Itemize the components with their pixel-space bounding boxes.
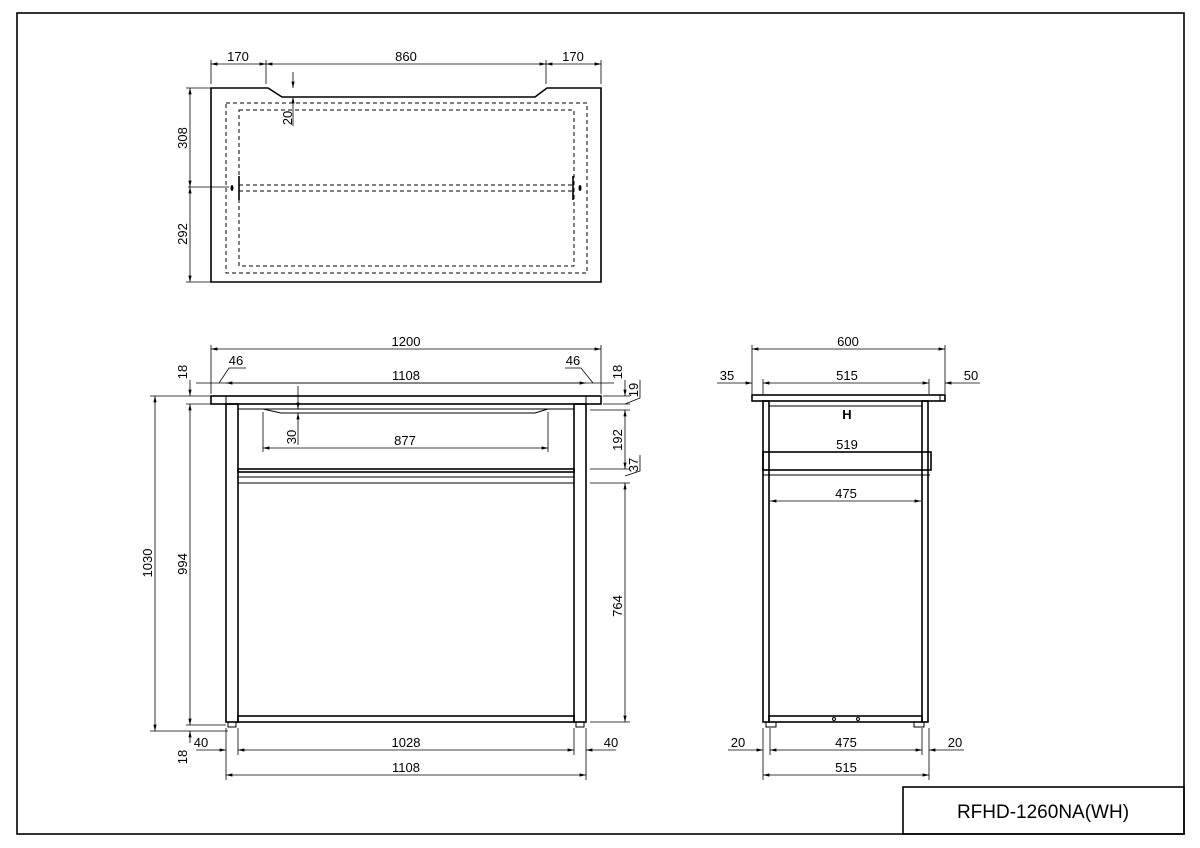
model-number: RFHD-1260NA(WH) (957, 802, 1129, 823)
dim-label: 40 (604, 735, 618, 750)
dim-label: 35 (720, 368, 734, 383)
hole-icon (578, 185, 582, 191)
dim-label: 475 (835, 735, 857, 750)
marker-label: H (842, 407, 851, 422)
dim-label: 20 (948, 735, 962, 750)
dim-label: 20 (731, 735, 745, 750)
dim-label: 1108 (392, 368, 420, 383)
dim-label: 19 (626, 383, 641, 397)
dim-label: 30 (284, 430, 299, 444)
dim-label: 1028 (392, 735, 421, 750)
dim-label: 1108 (392, 760, 420, 775)
dim-label: 1030 (140, 549, 155, 578)
dim-label: 40 (194, 735, 208, 750)
front-leg (762, 400, 770, 723)
tabletop-outline (210, 87, 602, 283)
dim-label: 877 (394, 433, 416, 448)
dim-label: 515 (835, 760, 857, 775)
shelf (762, 451, 932, 471)
dim-label: 18 (610, 365, 625, 379)
bottom-rail (237, 715, 575, 723)
dim-label: 860 (395, 49, 417, 64)
shelf-rail (237, 468, 575, 473)
dim-label: 18 (175, 750, 190, 764)
dim-label: 308 (175, 127, 190, 149)
tabletop (751, 394, 946, 402)
hole-icon (230, 185, 234, 191)
rear-leg (921, 400, 929, 723)
dim-label: 20 (280, 111, 295, 125)
dim-label: 18 (175, 365, 190, 379)
dim-label: 170 (562, 49, 584, 64)
dim-label: 600 (837, 334, 859, 349)
tabletop (210, 395, 602, 405)
dim-label: 46 (566, 353, 580, 368)
left-leg (225, 403, 239, 723)
foot (227, 721, 237, 728)
dim-label: 764 (610, 595, 625, 617)
side-view: H 600 515 35 50 519 475 20 475 20 515 (717, 334, 980, 780)
front-view: 1200 1108 46 46 877 30 1030 994 18 18 18… (140, 334, 641, 780)
top-view: 170 860 170 20 308 292 (175, 49, 602, 283)
dim-label: 475 (835, 486, 857, 501)
dim-label: 37 (626, 458, 641, 472)
dim-label: 46 (229, 353, 243, 368)
dim-label: 994 (175, 553, 190, 575)
foot (913, 721, 925, 728)
dim-label: 292 (175, 223, 190, 245)
title-block: RFHD-1260NA(WH) (902, 786, 1185, 835)
dim-label: 170 (227, 49, 249, 64)
bottom-rail (768, 715, 923, 723)
dim-label: 1200 (392, 334, 421, 349)
foot (765, 721, 777, 728)
dim-label: 192 (610, 429, 625, 451)
drawing-border (16, 12, 1185, 835)
right-leg (573, 403, 587, 723)
dim-label: 519 (836, 437, 858, 452)
dim-label: 515 (836, 368, 858, 383)
foot (575, 721, 585, 728)
dim-label: 50 (964, 368, 978, 383)
